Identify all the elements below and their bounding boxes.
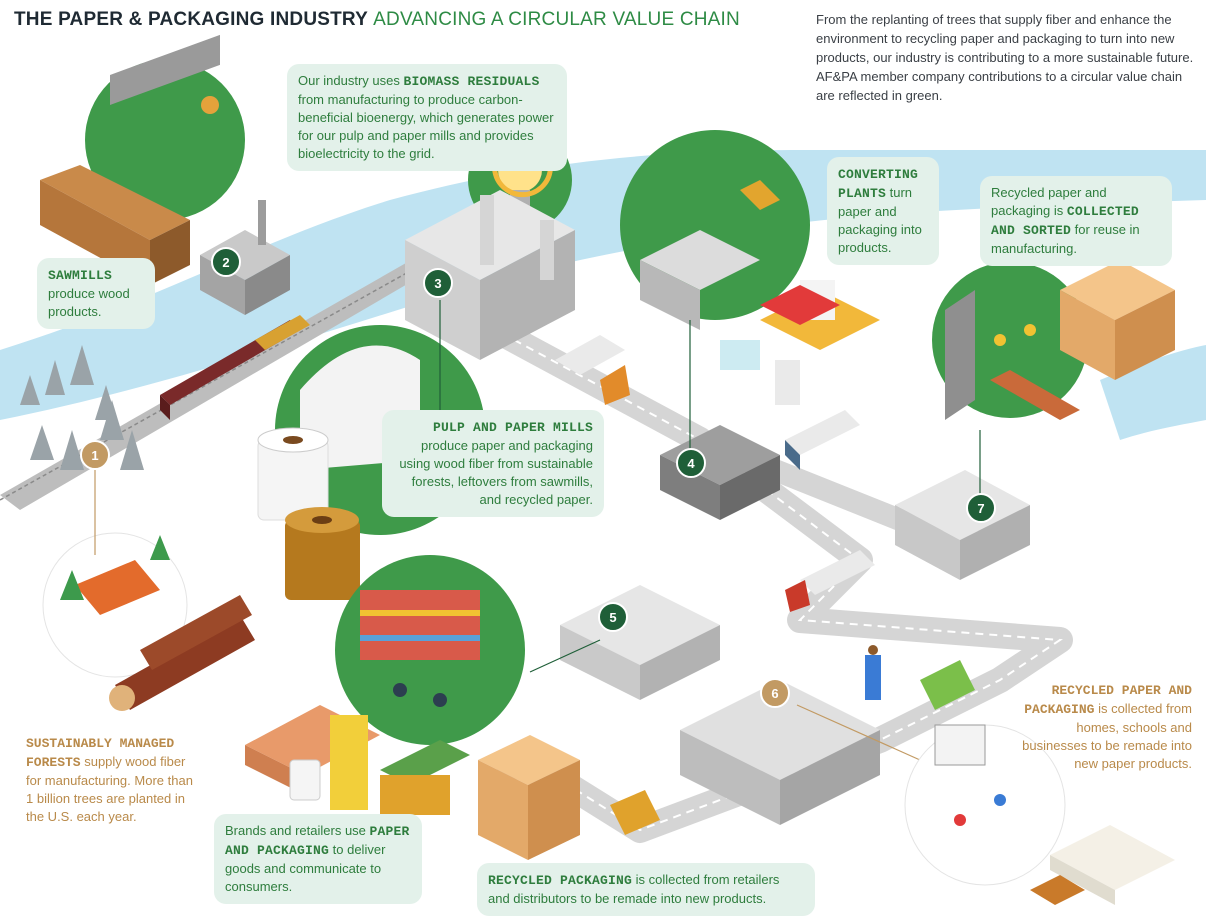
step-badge-2: 2 [211,247,241,277]
sorting-text-pre: Recycled paper and packaging is [991,185,1107,218]
biomass-bold: BIOMASS RESIDUALS [403,74,540,89]
step-badge-3: 3 [423,268,453,298]
forests-text: supply wood fiber for manufacturing. Mor… [26,754,193,824]
paper-products [720,280,880,405]
rail-track [0,255,440,510]
sorting-building [895,470,1030,580]
sorting-callout: Recycled paper and packaging is COLLECTE… [980,176,1172,266]
school-building [680,680,880,825]
brands-bold: PAPER AND PACKAGING [225,824,410,858]
step-badge-4: 4 [676,448,706,478]
step-badge-6: 6 [760,678,790,708]
page-title: THE PAPER & PACKAGING INDUSTRY ADVANCING… [14,9,740,31]
title-part-2: ADVANCING A CIRCULAR VALUE CHAIN [373,9,740,30]
truck-1 [555,335,630,405]
garbage-truck [920,660,975,710]
store-building [560,585,720,700]
recycled-paper-label: RECYCLED PAPER AND PACKAGING is collecte… [1016,681,1192,773]
river-lower [1100,345,1206,440]
step-badge-1: 1 [80,440,110,470]
forests-bold: SUSTAINABLY MANAGED FORESTS [26,736,175,770]
title-part-1: THE PAPER & PACKAGING INDUSTRY [14,9,368,30]
brands-text: to deliver goods and communicate to cons… [225,842,386,894]
biomass-text-pre: Our industry uses [298,73,404,88]
logs [109,595,255,711]
forests-label: SUSTAINABLY MANAGED FORESTS supply wood … [26,734,202,826]
truck-3 [785,550,875,612]
step-badge-5: 5 [598,602,628,632]
forest [20,345,144,470]
recycled-paper-bold: RECYCLED PAPER AND PACKAGING [1024,683,1192,717]
pallet-boxes [1060,260,1175,380]
kraft-roll [285,520,360,600]
train [160,315,310,420]
recycled-packaging-callout: RECYCLED PACKAGING is collected from ret… [477,863,815,916]
converting-bold: CONVERTING PLANTS [838,167,919,201]
truck-2 [785,410,860,470]
brands-text-pre: Brands and retailers use [225,823,370,838]
sorting-bold: COLLECTED AND SORTED [991,204,1139,238]
recycled-packaging-bold: RECYCLED PACKAGING [488,873,633,888]
converting-text: turn paper and packaging into products. [838,185,922,255]
sawmills-bold: SAWMILLS [48,268,113,283]
newspapers [1030,825,1175,905]
recycled-pallet [478,735,580,860]
recycled-paper-text: is collected from homes, schools and bus… [1022,701,1192,771]
sorting-text: for reuse in manufacturing. [991,222,1140,256]
step-badge-7: 7 [966,493,996,523]
truck-4 [610,790,660,835]
recycled-packaging-text: is collected from retailers and distribu… [488,872,780,906]
sawmills-text: produce wood products. [48,286,130,319]
recycling-worker [865,645,881,700]
pulp-mill-bold: PULP AND PAPER MILLS [432,420,593,435]
biomass-text: from manufacturing to produce carbon-ben… [298,92,554,161]
sawmills-callout: SAWMILLS produce wood products. [37,258,155,329]
intro-paragraph: From the replanting of trees that supply… [816,12,1194,103]
pulp-mill-callout: PULP AND PAPER MILLS produce paper and p… [382,410,604,517]
converting-callout: CONVERTING PLANTS turn paper and packagi… [827,157,939,265]
biomass-callout: Our industry uses BIOMASS RESIDUALS from… [287,64,567,171]
paper-mill-building [405,190,575,360]
consumer-products [245,705,470,815]
brands-callout: Brands and retailers use PAPER AND PACKA… [214,814,422,904]
pulp-mill-text: produce paper and packaging using wood f… [399,438,593,507]
